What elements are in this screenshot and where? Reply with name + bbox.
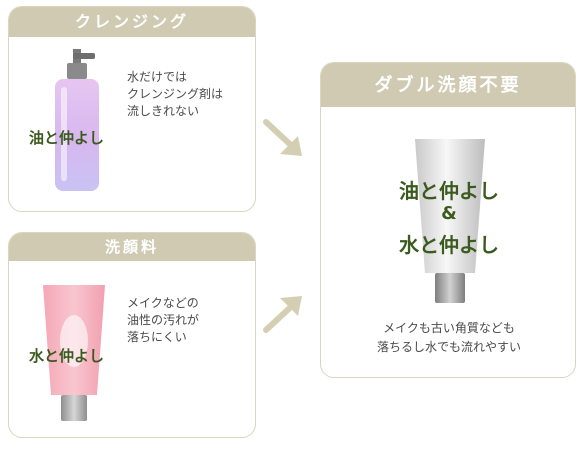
- pump-bottle-icon: [55, 49, 99, 191]
- white-tube-icon: [415, 139, 485, 303]
- facewash-desc-line: 落ちにくい: [127, 330, 187, 344]
- result-card: ダブル洗顔不要 油と仲よし & 水と仲よし メイクも古い角質なども 落ちるし水で…: [320, 62, 576, 378]
- cleansing-card: クレンジング 油と仲よし 水だけでは クレンジング剤は 流しきれない: [8, 6, 256, 212]
- result-description: メイクも古い角質なども 落ちるし水でも流れやすい: [321, 319, 575, 357]
- result-desc-line: メイクも古い角質なども: [383, 321, 515, 335]
- pink-tube-icon: [43, 285, 105, 421]
- cleansing-desc-line: クレンジング剤は: [127, 87, 224, 101]
- facewash-product-label: 水と仲よし: [29, 347, 105, 365]
- result-desc-line: 落ちるし水でも流れやすい: [376, 340, 521, 354]
- facewash-description: メイクなどの 油性の汚れが 落ちにくい: [127, 295, 199, 346]
- result-oil-label: 油と仲よし: [399, 179, 499, 203]
- cleansing-description: 水だけでは クレンジング剤は 流しきれない: [127, 69, 223, 120]
- arrow-down-right-icon: [263, 119, 302, 156]
- facewash-desc-line: 油性の汚れが: [127, 313, 200, 327]
- result-title: ダブル洗顔不要: [321, 63, 575, 107]
- result-ampersand: &: [441, 203, 457, 224]
- result-water-label: 水と仲よし: [399, 233, 499, 257]
- facewash-desc-line: メイクなどの: [127, 296, 199, 310]
- cleansing-product-label: 油と仲よし: [29, 129, 105, 147]
- facewash-card: 洗顔料 水と仲よし メイクなどの 油性の汚れが 落ちにくい: [8, 232, 256, 438]
- cleansing-title: クレンジング: [9, 7, 255, 37]
- cleansing-desc-line: 水だけでは: [127, 70, 188, 84]
- arrow-up-right-icon: [263, 296, 302, 333]
- cleansing-desc-line: 流しきれない: [127, 104, 200, 118]
- facewash-title: 洗顔料: [9, 233, 255, 261]
